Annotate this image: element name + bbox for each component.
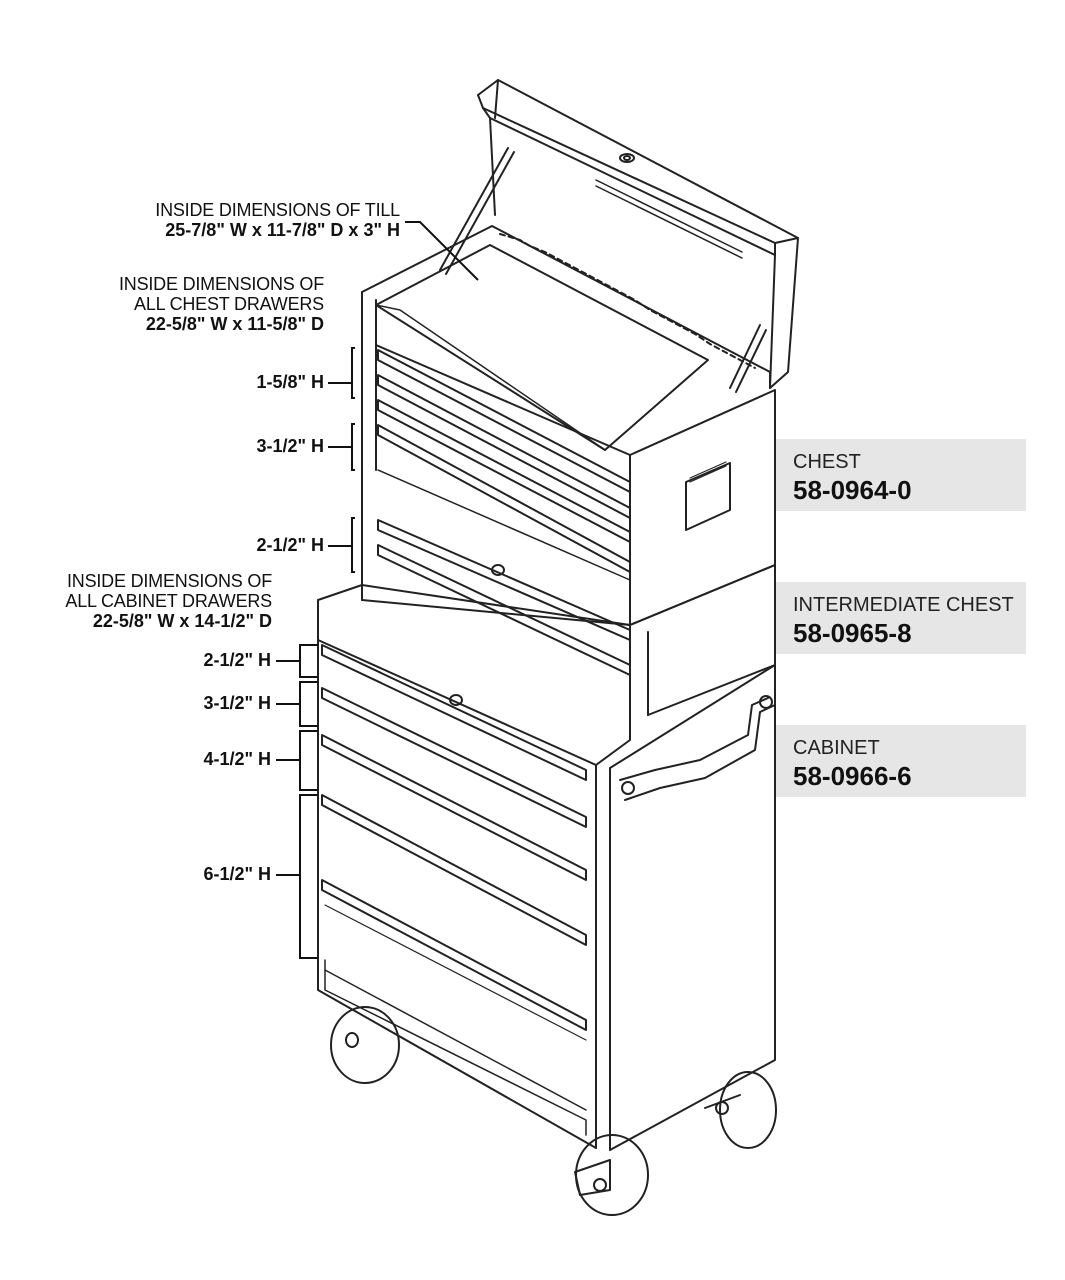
chest-lock-icon bbox=[491, 564, 505, 576]
cabinet-height-4: 6-1/2" H bbox=[203, 864, 271, 884]
chest-drawer-2 bbox=[377, 374, 631, 519]
product-name: CHEST bbox=[793, 451, 861, 473]
chest-height-2: 3-1/2" H bbox=[256, 436, 324, 456]
leader-lines bbox=[276, 221, 479, 959]
chest-height-1: 1-5/8" H bbox=[256, 372, 324, 392]
product-number: 58-0964-0 bbox=[793, 475, 912, 505]
chest-callout-line2: ALL CHEST DRAWERS bbox=[134, 293, 324, 314]
cabinet-drawer-5 bbox=[321, 879, 587, 1031]
caster-front-right-icon bbox=[574, 1134, 649, 1216]
cabinet-callout-line2: ALL CABINET DRAWERS bbox=[65, 590, 272, 611]
product-name: CABINET bbox=[793, 737, 880, 759]
cabinet-height-2: 3-1/2" H bbox=[203, 693, 271, 713]
cabinet-callout-value: 22-5/8" W x 14-1/2" D bbox=[92, 610, 272, 631]
chest-lid bbox=[439, 79, 799, 393]
till-dimensions-callout: INSIDE DIMENSIONS OF TILL 25-7/8" W x 11… bbox=[60, 200, 400, 241]
chest-callout-value: 22-5/8" W x 11-5/8" D bbox=[145, 313, 324, 334]
cabinet-body bbox=[317, 584, 776, 1151]
cabinet-drawer-3 bbox=[321, 734, 587, 881]
intermediate-chest-body bbox=[629, 564, 776, 721]
product-label-chest: CHEST 58-0964-0 bbox=[776, 439, 1026, 511]
cabinet-drawers bbox=[321, 644, 587, 1041]
chest-body bbox=[361, 225, 776, 626]
chest-drawers-callout: INSIDE DIMENSIONS OF ALL CHEST DRAWERS 2… bbox=[40, 274, 324, 334]
caster-rear-right-icon bbox=[704, 1071, 777, 1149]
cabinet-side-handle-icon bbox=[619, 695, 776, 801]
chest-callout-line1: INSIDE DIMENSIONS OF bbox=[118, 274, 324, 294]
product-label-intermediate-chest: INTERMEDIATE CHEST 58-0965-8 bbox=[776, 582, 1026, 654]
cabinet-callout-line1: INSIDE DIMENSIONS OF bbox=[66, 571, 272, 591]
chest-drawer-6 bbox=[377, 544, 631, 676]
chest-drawers bbox=[377, 349, 631, 676]
lid-lock-icon bbox=[619, 153, 635, 163]
product-number: 58-0965-8 bbox=[793, 618, 912, 648]
till-callout-title: INSIDE DIMENSIONS OF TILL bbox=[155, 200, 400, 220]
cabinet-height-3: 4-1/2" H bbox=[203, 749, 271, 769]
product-label-cabinet: CABINET 58-0966-6 bbox=[776, 725, 1026, 797]
caster-front-left-icon bbox=[330, 1006, 400, 1084]
cabinet-drawers-callout: INSIDE DIMENSIONS OF ALL CABINET DRAWERS… bbox=[0, 571, 272, 631]
till-callout-value: 25-7/8" W x 11-7/8" D x 3" H bbox=[165, 219, 400, 240]
chest-drawer-1 bbox=[377, 349, 631, 493]
product-name: INTERMEDIATE CHEST bbox=[793, 594, 1014, 616]
cabinet-drawer-4 bbox=[321, 794, 587, 946]
chest-side-handle-icon bbox=[685, 462, 731, 531]
till-leader bbox=[405, 221, 479, 281]
chest-height-3: 2-1/2" H bbox=[256, 535, 324, 555]
chest-drawer-4 bbox=[377, 424, 631, 573]
cabinet-drawer-2 bbox=[321, 687, 587, 828]
cabinet-drawer-1 bbox=[321, 644, 587, 781]
cabinet-height-1: 2-1/2" H bbox=[203, 650, 271, 670]
product-number: 58-0966-6 bbox=[793, 761, 912, 791]
cabinet-lock-icon bbox=[449, 694, 463, 706]
chest-drawer-3 bbox=[377, 399, 631, 543]
